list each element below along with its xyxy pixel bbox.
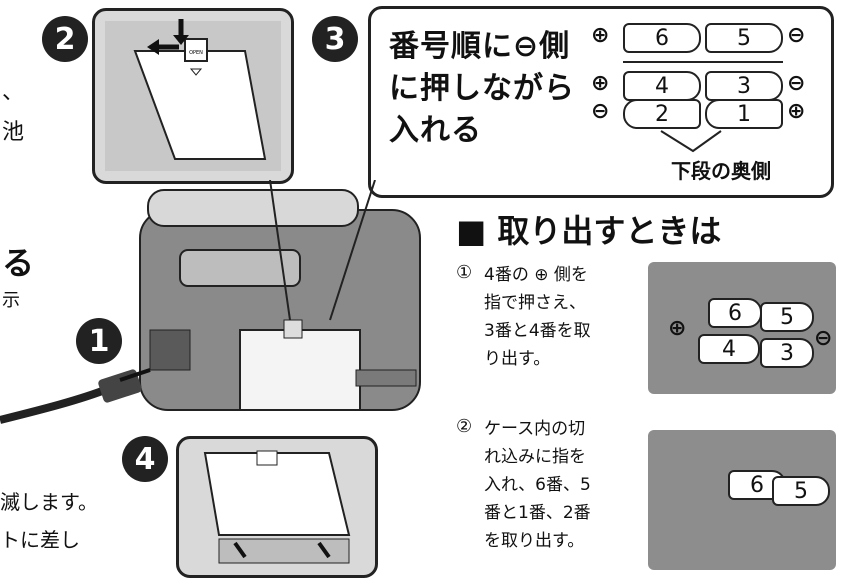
photo1-battery-4: 4 <box>698 334 760 364</box>
callout-step-4 <box>176 436 378 578</box>
removal-heading: ■ 取り出すときは <box>456 206 721 252</box>
fragment-text-1: 、 <box>2 80 25 105</box>
insert-instruction-line-1: 番号順に⊖側 <box>389 29 571 64</box>
open-tab-label: OPEN <box>189 50 203 56</box>
step-1-line-2: 指で押さえ、 <box>484 293 586 313</box>
removal-photo-2: 6 5 <box>648 430 836 570</box>
fragment-text-5: 滅します。 <box>0 490 98 514</box>
photo1-battery-6: 6 <box>708 298 762 328</box>
fragment-text-3: る <box>2 244 35 282</box>
minus-icon: ⊖ <box>591 99 610 124</box>
plus-icon: ⊕ <box>591 71 610 96</box>
heading-square-icon: ■ <box>456 212 487 250</box>
battery-3: 3 <box>705 71 783 101</box>
minus-icon: ⊖ <box>787 23 806 48</box>
arrow-left-icon <box>119 368 151 382</box>
photo2-battery-5: 5 <box>772 476 830 506</box>
battery-4: 4 <box>623 71 701 101</box>
removal-heading-text: 取り出すときは <box>497 212 722 250</box>
step-2-number: ② <box>456 416 473 437</box>
plus-icon: ⊕ <box>787 99 806 124</box>
step-2-line-5: を取り出す。 <box>484 531 585 551</box>
step-1-line-3: 3番と4番を取 <box>484 321 591 341</box>
battery-5: 5 <box>705 23 783 53</box>
photo1-battery-5: 5 <box>760 302 814 332</box>
battery-6: 6 <box>623 23 701 53</box>
step-1-number: ① <box>456 262 473 283</box>
step-1-badge: 1 <box>76 318 122 364</box>
battery-cover-open-illustration: OPEN <box>105 19 281 171</box>
fragment-text-6: トに差し <box>0 528 80 552</box>
rear-side-label: 下段の奥側 <box>671 159 771 183</box>
step-2-badge: 2 <box>42 16 88 62</box>
step-2-line-3: 入れ、6番、5 <box>484 475 591 495</box>
minus-icon: ⊖ <box>814 326 833 351</box>
step-2-line-4: 番と1番、2番 <box>484 503 591 523</box>
battery-2: 2 <box>623 99 701 129</box>
photo1-battery-3: 3 <box>760 338 814 368</box>
removal-photo-1: 6 5 4 3 <box>648 262 836 394</box>
insert-instruction-line-3: 入れる <box>389 113 482 148</box>
callout-step-2: OPEN <box>92 8 294 184</box>
battery-cover-close-illustration <box>203 450 351 564</box>
step-2-line-1: ケース内の切 <box>484 419 586 439</box>
radio-rear-illustration <box>139 180 421 411</box>
minus-icon: ⊖ <box>787 71 806 96</box>
rear-pointer-lines <box>660 130 722 153</box>
plus-icon: ⊕ <box>668 316 687 341</box>
step-2-line-2: れ込みに指を <box>484 447 586 467</box>
step-4-badge: 4 <box>122 436 168 482</box>
fragment-text-4: 示 <box>2 290 20 311</box>
plus-icon: ⊕ <box>591 23 610 48</box>
divider-line <box>623 61 783 63</box>
battery-1: 1 <box>705 99 783 129</box>
step-1-line-4: り出す。 <box>484 349 551 369</box>
step-1-line-1: 4番の ⊕ 側を <box>484 265 588 285</box>
step-3-badge: 3 <box>312 16 358 62</box>
fragment-text-2: 池 <box>2 120 25 145</box>
power-cord-illustration <box>0 368 151 424</box>
insert-instruction-line-2: に押しながら <box>389 71 575 106</box>
callout-step-3: 番号順に⊖側 に押しながら 入れる ⊕ 6 5 ⊖ ⊕ 4 3 ⊖ ⊖ 2 1 … <box>368 6 834 198</box>
